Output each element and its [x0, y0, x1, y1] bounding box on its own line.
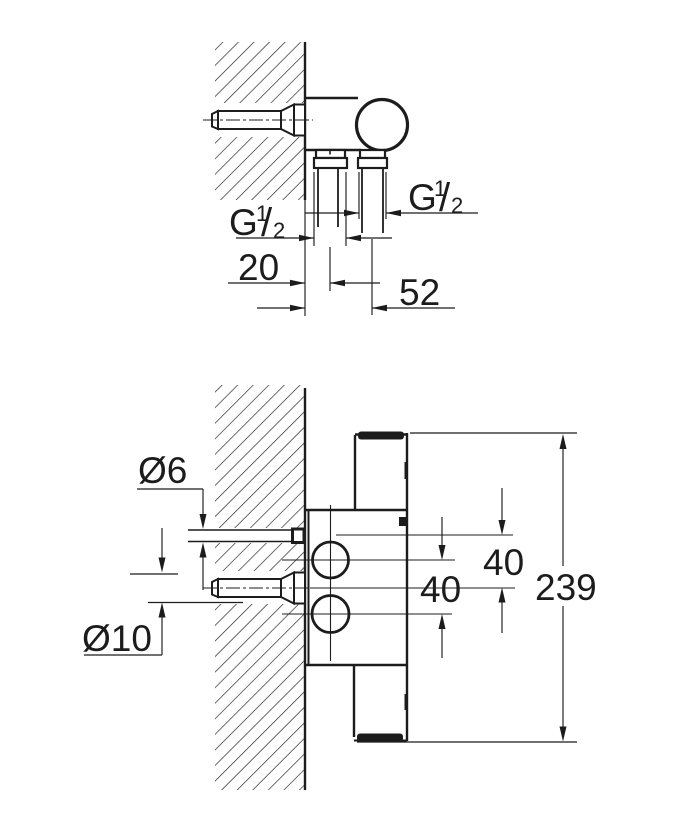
dim-label-thread-right-sup: 1	[434, 176, 446, 201]
dim-label-thread-right-slash: /	[439, 176, 451, 220]
dim-label-40-lower: 40	[420, 569, 461, 610]
dim-thread-left: G 1 / 2	[229, 201, 392, 245]
valve-body-front	[305, 431, 409, 742]
bottom-cylinder-rim	[357, 733, 403, 742]
dim-label-thread-right-sub: 2	[451, 193, 463, 218]
dim-height-239: 239	[535, 434, 597, 742]
dim-spacing-40-lower: 40	[420, 517, 461, 658]
top-cylinder-rim	[358, 431, 404, 440]
dim-label-thread-left-sub: 2	[273, 218, 285, 243]
top-view: G 1 / 2 G 1 / 2 20	[197, 42, 478, 316]
hole-plug	[291, 527, 306, 544]
fixing-screw-top	[203, 102, 313, 138]
dim-label-40-upper: 40	[483, 542, 524, 583]
small-mounting-hole	[188, 527, 306, 544]
valve-body-top	[305, 96, 410, 233]
front-view: Ø6 Ø10 40 40	[82, 385, 597, 790]
dim-label-thread-left-sup: 1	[256, 201, 268, 226]
handle-knob-circle	[354, 97, 410, 153]
left-outlet-fitting	[312, 148, 349, 227]
dim-thread-right: G 1 / 2	[305, 176, 478, 220]
body-side-mark	[399, 517, 407, 526]
dim-hole-10: Ø10	[82, 528, 166, 659]
dim-spacing-40-upper: 40	[483, 488, 524, 633]
extension-lines-top	[304, 172, 387, 316]
dim-hole-6: Ø6	[137, 450, 207, 590]
body-outline	[305, 96, 361, 152]
small-hole-clearance	[185, 528, 304, 543]
dim-label-20: 20	[238, 247, 279, 288]
centerlines-front	[282, 505, 515, 661]
dim-offset-20: 20	[228, 247, 380, 288]
bottom-cylinder-mark	[404, 694, 408, 710]
dim-label-thread-right-base: G	[408, 177, 437, 218]
dim-label-52: 52	[399, 272, 440, 313]
fixing-screw-front	[203, 570, 310, 606]
dim-label-thread-left-slash: /	[261, 201, 273, 245]
dim-offset-52: 52	[257, 272, 455, 313]
dim-label-239: 239	[535, 567, 597, 608]
dim-label-hole-10: Ø10	[82, 618, 152, 659]
dim-label-hole-6: Ø6	[138, 450, 187, 491]
right-outlet-fitting	[356, 148, 389, 233]
extension-lines-front	[130, 432, 577, 743]
dim-label-thread-left-base: G	[229, 202, 258, 243]
